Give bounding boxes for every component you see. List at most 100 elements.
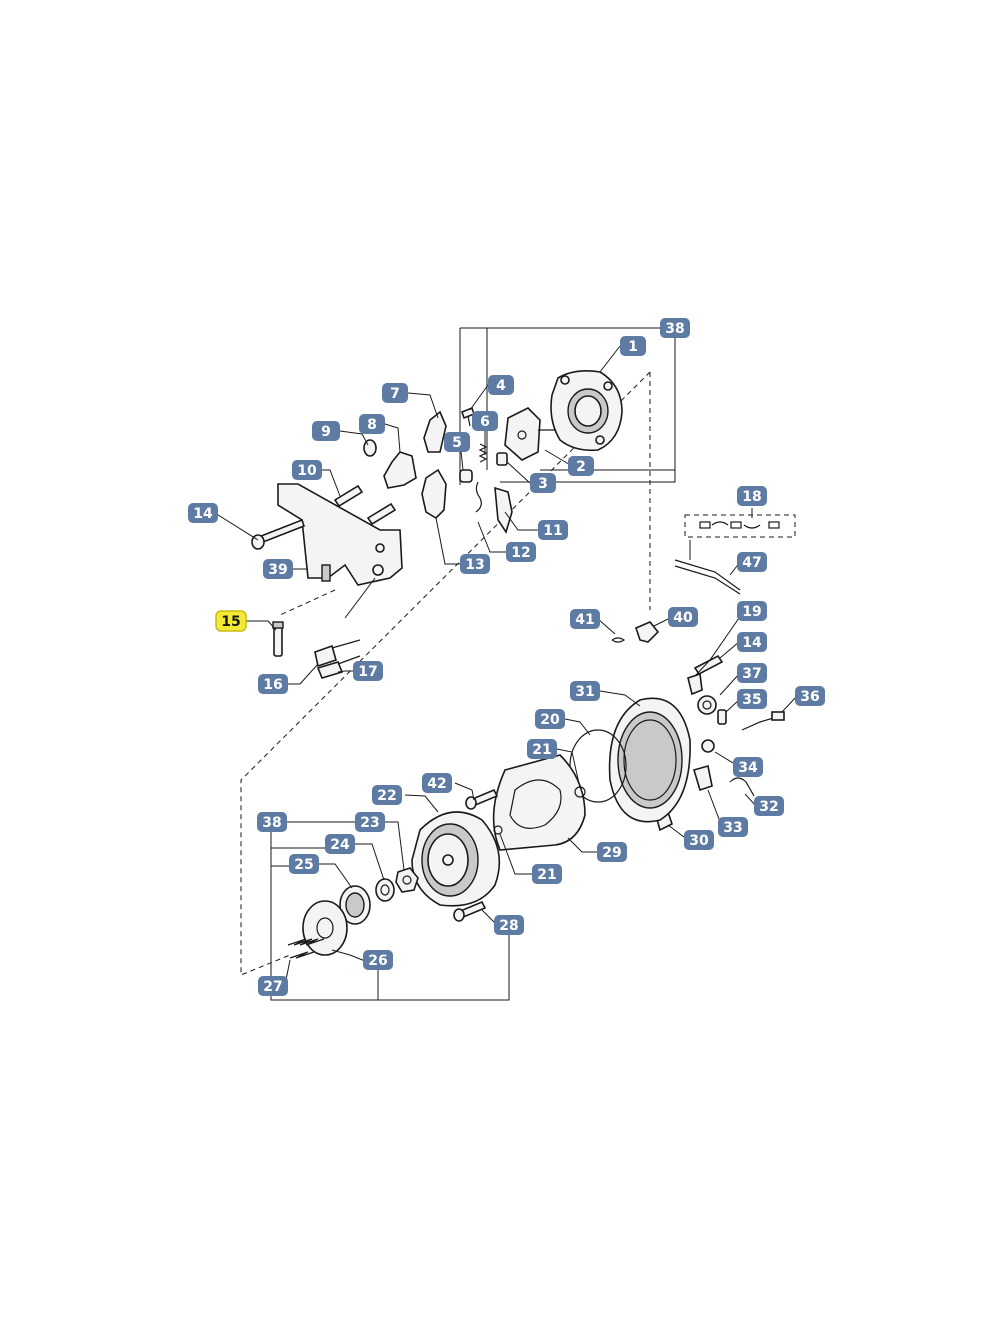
svg-text:38: 38 <box>665 321 684 337</box>
part-26-plate <box>302 900 348 956</box>
label-38-bottom[interactable]: 38 <box>257 812 287 832</box>
label-18[interactable]: 18 <box>737 486 767 506</box>
label-42[interactable]: 42 <box>422 773 452 793</box>
part-28-bolt <box>453 900 487 922</box>
label-47[interactable]: 47 <box>737 552 767 572</box>
svg-text:17: 17 <box>358 664 377 680</box>
svg-text:32: 32 <box>759 799 778 815</box>
part-34-fitting <box>701 739 715 753</box>
label-9[interactable]: 9 <box>312 421 340 441</box>
svg-text:4: 4 <box>496 378 506 394</box>
part-14-bolt-upper <box>251 518 305 550</box>
label-21-lower[interactable]: 21 <box>532 864 562 884</box>
part-42-bolt <box>465 788 499 810</box>
svg-text:26: 26 <box>368 953 387 969</box>
label-36[interactable]: 36 <box>795 686 825 706</box>
label-17[interactable]: 17 <box>353 661 383 681</box>
part-21-ring-lower <box>493 825 503 835</box>
part-36-pipe <box>741 711 785 731</box>
label-7[interactable]: 7 <box>382 383 408 403</box>
part-35-fitting <box>717 709 727 725</box>
label-31[interactable]: 31 <box>570 681 600 701</box>
svg-text:33: 33 <box>723 820 742 836</box>
svg-text:20: 20 <box>540 712 560 728</box>
label-14-upper[interactable]: 14 <box>188 503 218 523</box>
label-23[interactable]: 23 <box>355 812 385 832</box>
label-5[interactable]: 5 <box>444 432 470 452</box>
svg-text:39: 39 <box>268 562 287 578</box>
svg-text:21: 21 <box>537 867 556 883</box>
svg-text:3: 3 <box>538 476 548 492</box>
svg-text:29: 29 <box>602 845 621 861</box>
svg-text:24: 24 <box>330 837 350 853</box>
part-29-membrane <box>492 754 586 851</box>
svg-text:8: 8 <box>367 417 377 433</box>
label-39[interactable]: 39 <box>263 559 293 579</box>
svg-text:21: 21 <box>532 742 551 758</box>
svg-text:16: 16 <box>263 677 282 693</box>
svg-text:2: 2 <box>576 459 586 475</box>
svg-text:25: 25 <box>294 857 313 873</box>
part-33-clamp <box>693 764 713 792</box>
label-40[interactable]: 40 <box>668 607 698 627</box>
label-3[interactable]: 3 <box>530 473 556 493</box>
part-10-rod <box>333 484 397 526</box>
svg-text:42: 42 <box>427 776 446 792</box>
part-6-spring <box>478 443 488 463</box>
label-38-top[interactable]: 38 <box>660 318 690 338</box>
svg-text:5: 5 <box>452 435 462 451</box>
svg-text:37: 37 <box>742 666 761 682</box>
label-2[interactable]: 2 <box>568 456 594 476</box>
part-15-pin <box>272 621 284 657</box>
label-26[interactable]: 26 <box>363 950 393 970</box>
label-28[interactable]: 28 <box>494 915 524 935</box>
part-8-lever <box>383 451 417 489</box>
label-34[interactable]: 34 <box>733 757 763 777</box>
label-32[interactable]: 32 <box>754 796 784 816</box>
part-7-lever <box>423 410 447 453</box>
label-14-lower[interactable]: 14 <box>737 632 767 652</box>
part-18-cable-icons <box>699 521 780 529</box>
label-4[interactable]: 4 <box>488 375 514 395</box>
svg-text:14: 14 <box>742 635 762 651</box>
label-22[interactable]: 22 <box>372 785 402 805</box>
label-25[interactable]: 25 <box>289 854 319 874</box>
svg-text:7: 7 <box>390 386 400 402</box>
svg-text:47: 47 <box>742 555 761 571</box>
part-23-nut <box>395 867 419 893</box>
svg-text:19: 19 <box>742 604 761 620</box>
part-47-cable <box>674 540 741 595</box>
svg-text:40: 40 <box>673 610 693 626</box>
label-1[interactable]: 1 <box>620 336 646 356</box>
label-33[interactable]: 33 <box>718 817 748 837</box>
part-24-washer <box>375 878 395 902</box>
label-27[interactable]: 27 <box>258 976 288 996</box>
label-11[interactable]: 11 <box>538 520 568 540</box>
svg-text:10: 10 <box>297 463 317 479</box>
part-25-seal <box>339 885 371 925</box>
label-37[interactable]: 37 <box>737 663 767 683</box>
label-35[interactable]: 35 <box>737 689 767 709</box>
label-6[interactable]: 6 <box>472 411 498 431</box>
svg-text:34: 34 <box>738 760 758 776</box>
label-16[interactable]: 16 <box>258 674 288 694</box>
label-12[interactable]: 12 <box>506 542 536 562</box>
label-24[interactable]: 24 <box>325 834 355 854</box>
svg-text:41: 41 <box>575 612 594 628</box>
label-41[interactable]: 41 <box>570 609 600 629</box>
part-1-housing <box>550 370 623 452</box>
label-13[interactable]: 13 <box>460 554 490 574</box>
label-30[interactable]: 30 <box>684 830 714 850</box>
label-29[interactable]: 29 <box>597 842 627 862</box>
part-32-pin <box>729 777 755 797</box>
label-20[interactable]: 20 <box>535 709 565 729</box>
part-37-nut <box>697 695 717 715</box>
label-21-upper[interactable]: 21 <box>527 739 557 759</box>
label-15-highlighted[interactable]: 15 <box>215 610 247 632</box>
label-19[interactable]: 19 <box>737 601 767 621</box>
label-8[interactable]: 8 <box>359 414 385 434</box>
label-10[interactable]: 10 <box>292 460 322 480</box>
svg-text:36: 36 <box>800 689 819 705</box>
svg-text:6: 6 <box>480 414 490 430</box>
